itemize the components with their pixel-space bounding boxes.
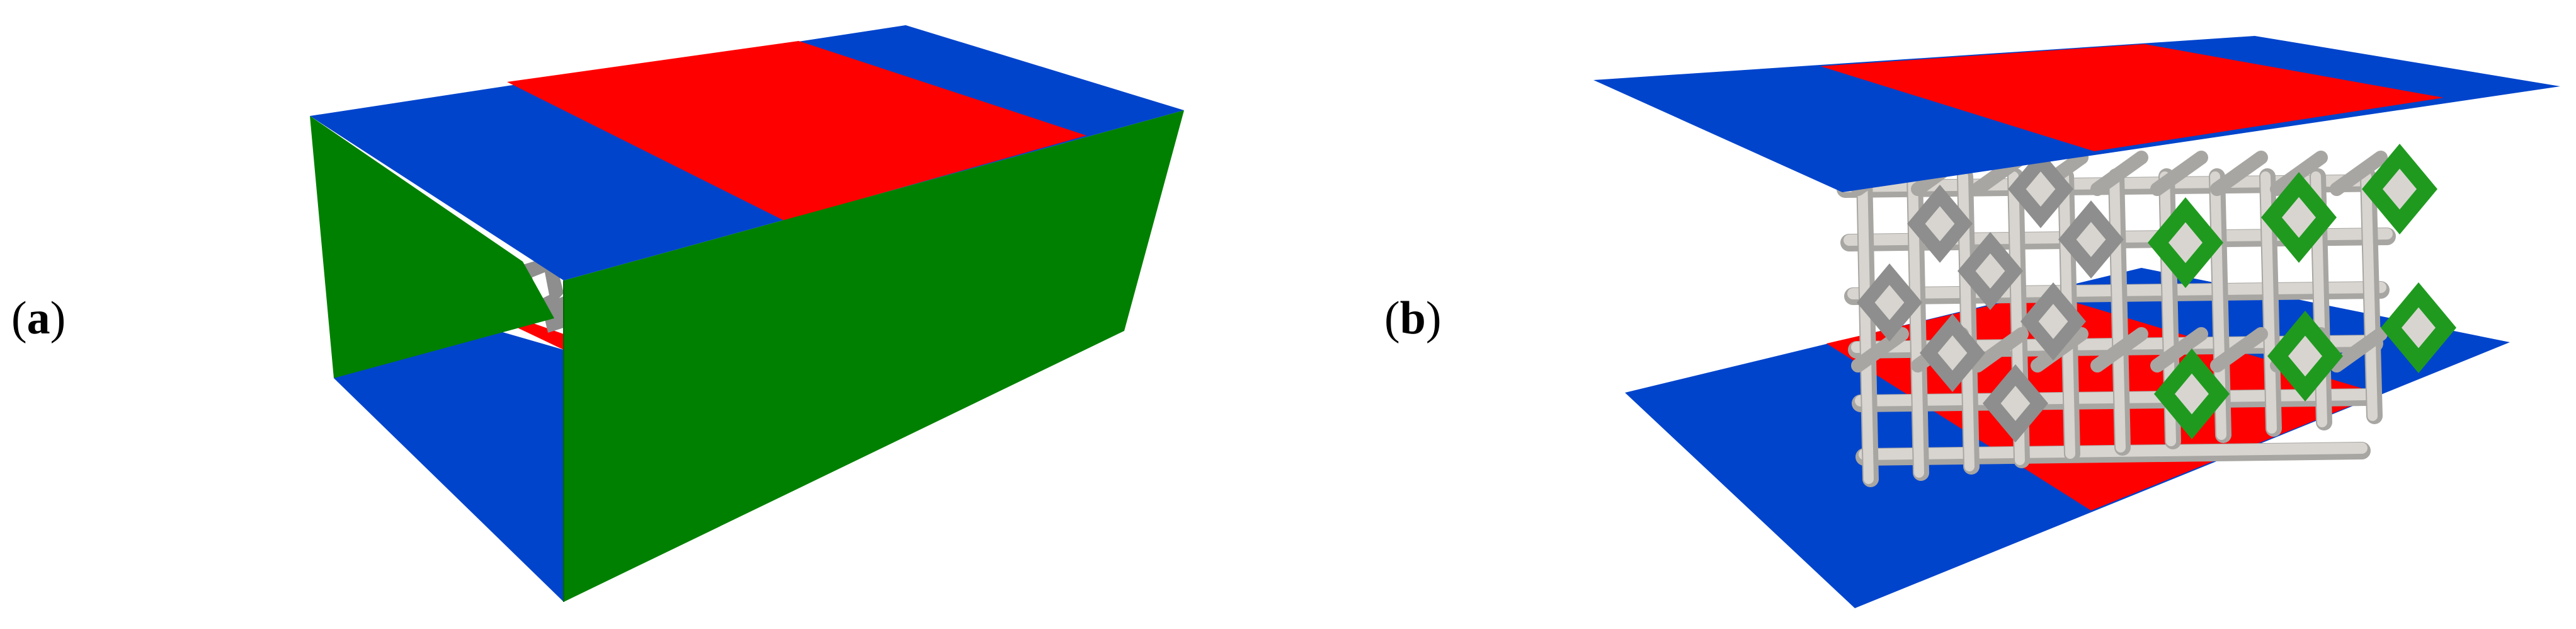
box-bottom-face-blue (334, 296, 564, 602)
label-a-close: ) (50, 292, 66, 344)
label-a-letter: a (26, 292, 50, 344)
label-b-letter: b (1399, 292, 1426, 344)
panel-b-assembly (1593, 36, 2560, 608)
box-top-face-red (507, 41, 1086, 221)
top-plate-red (1820, 44, 2444, 151)
box-front-face-green (564, 110, 1184, 602)
label-b-open: ( (1384, 292, 1400, 344)
lattice-structure (1837, 144, 2456, 487)
box-left-face-green (310, 116, 554, 378)
panel-a-box (310, 25, 1184, 602)
panel-label-a: (a) (11, 295, 66, 342)
label-b-close: ) (1425, 292, 1442, 344)
label-a-open: ( (11, 292, 27, 344)
panel-label-b: (b) (1384, 295, 1441, 342)
